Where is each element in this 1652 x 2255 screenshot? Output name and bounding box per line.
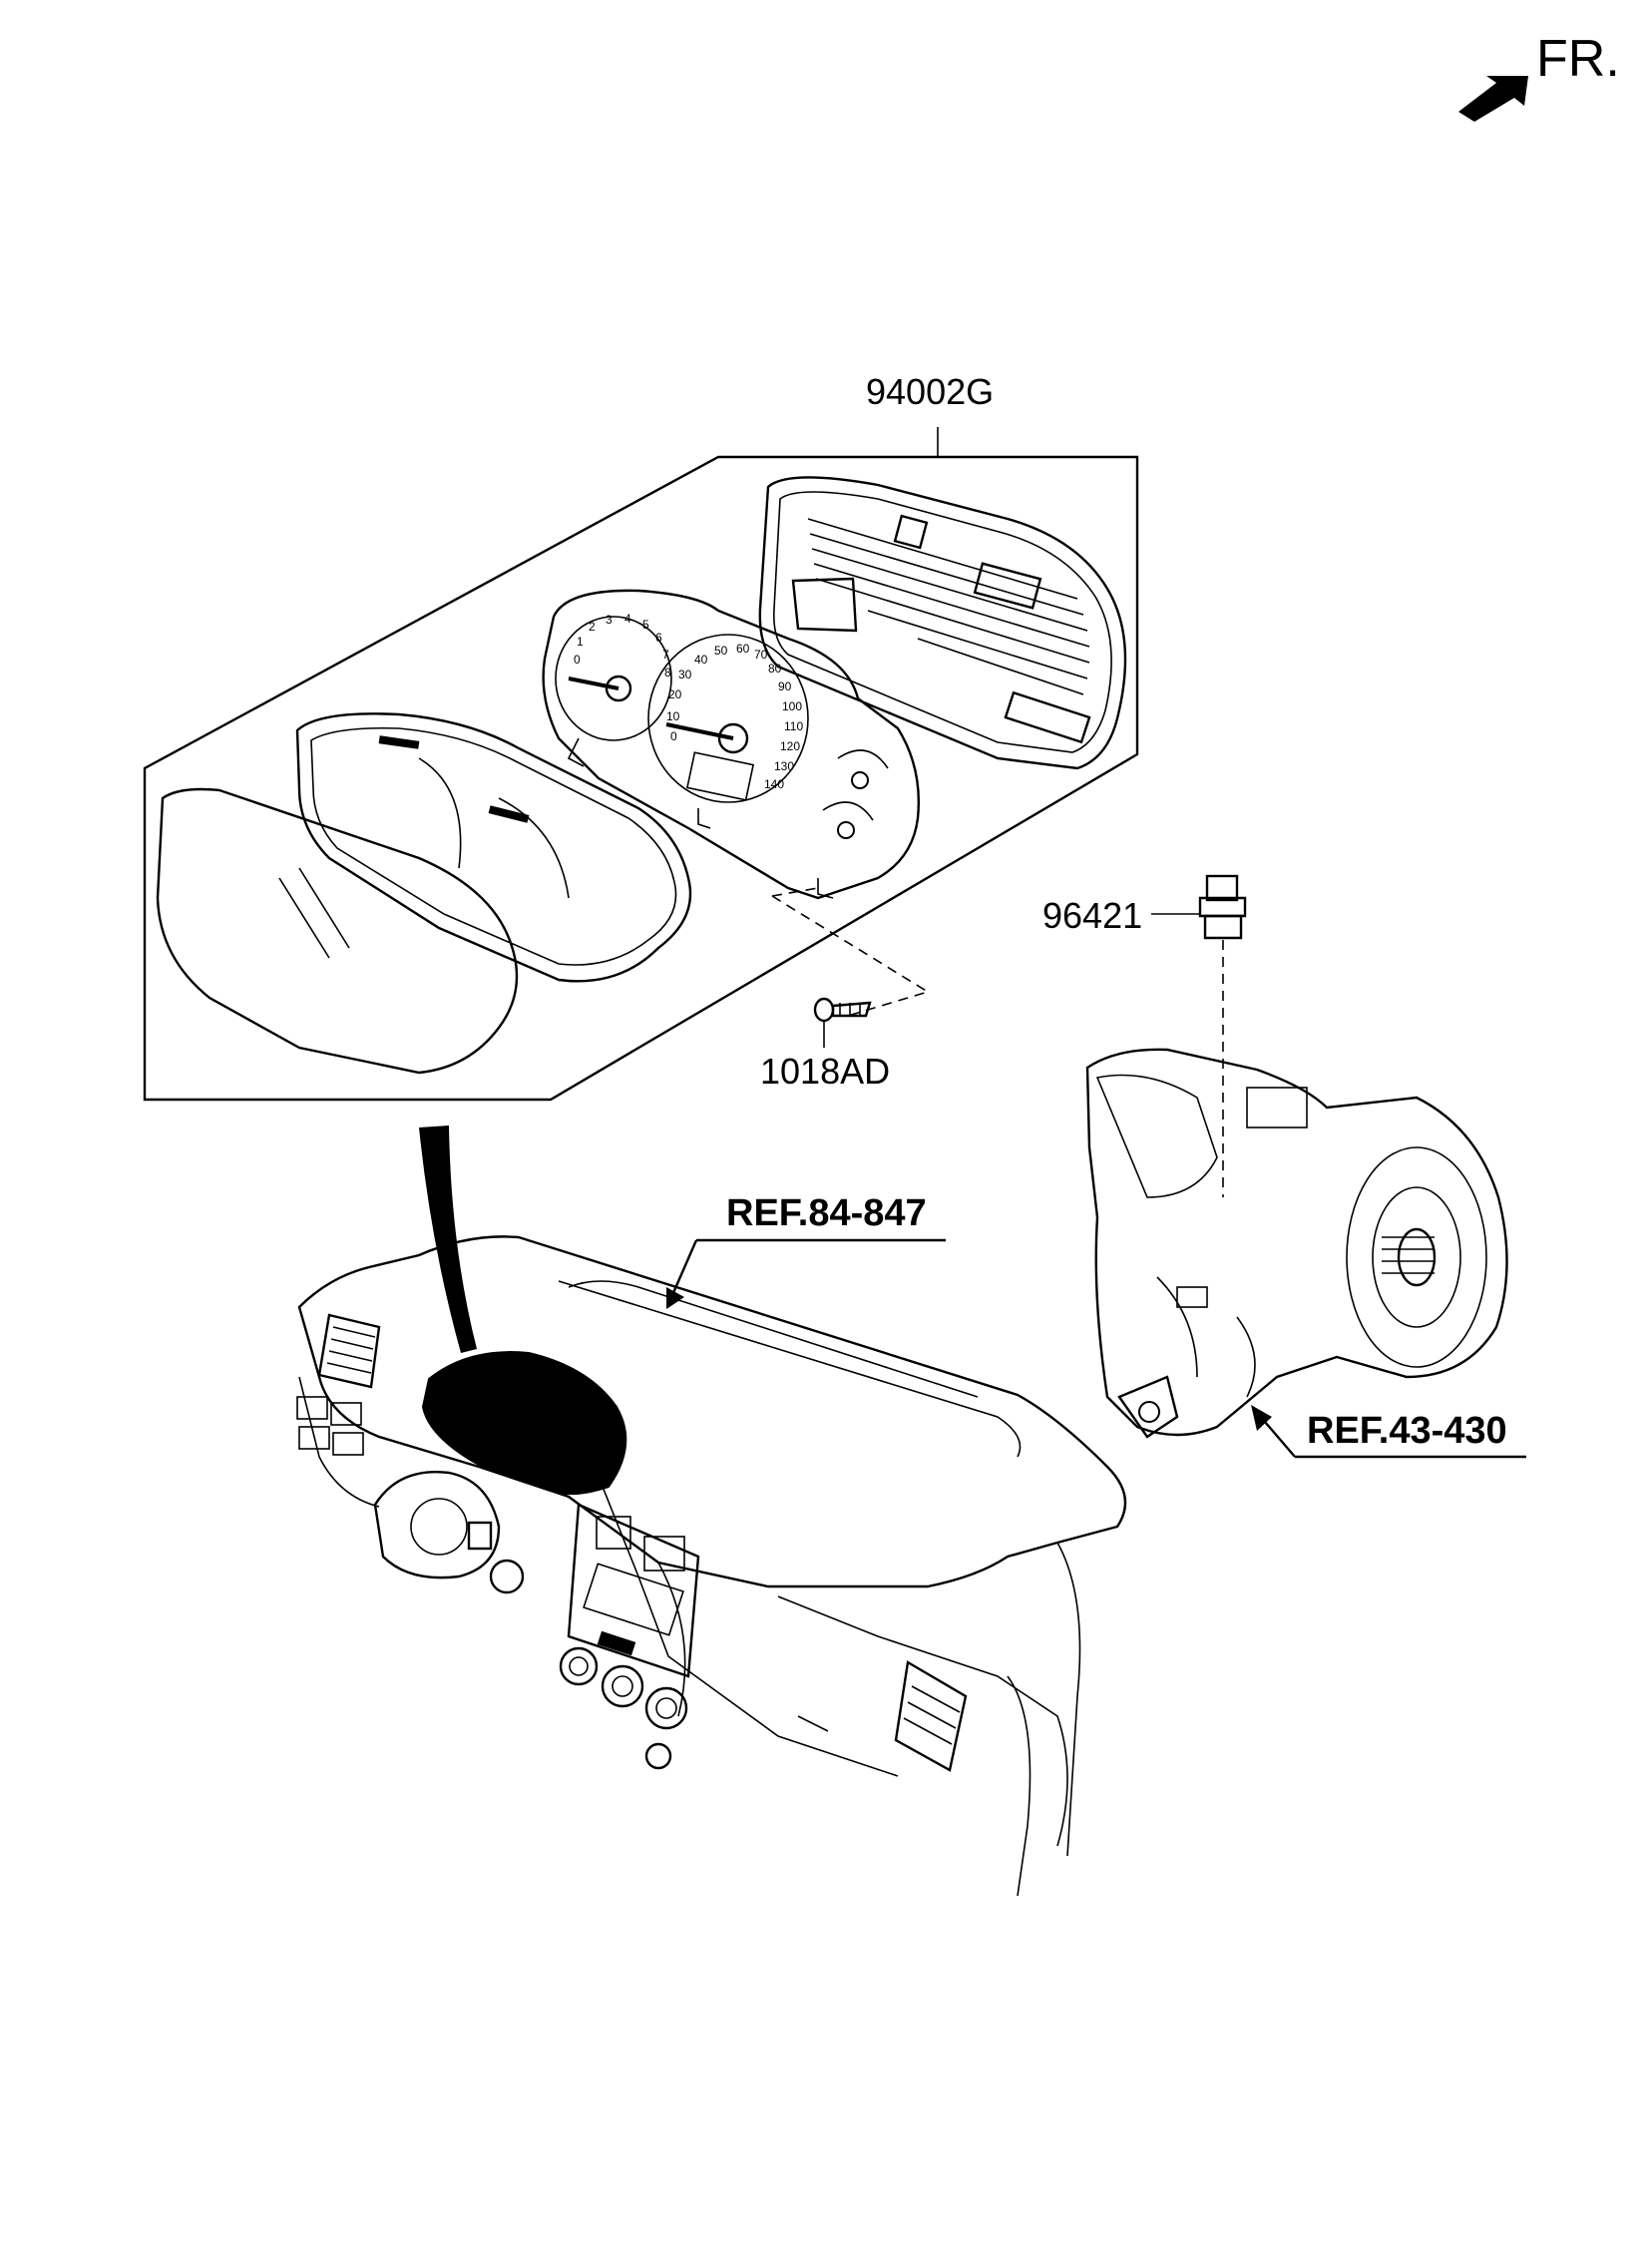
left-air-vent xyxy=(317,1313,381,1389)
housing-vent-slots xyxy=(807,518,1090,695)
speedometer: 0 10 20 30 40 50 60 70 80 90 100 110 120… xyxy=(647,634,809,803)
dial-face-mounting-tabs xyxy=(567,737,834,899)
svg-text:50: 50 xyxy=(714,644,728,658)
svg-text:110: 110 xyxy=(784,719,803,733)
cluster-mask xyxy=(295,712,692,983)
center-stack xyxy=(559,1503,700,1770)
shaft-splines xyxy=(1382,1236,1435,1274)
ref-84-847: REF.84-847 xyxy=(666,1192,946,1309)
svg-text:80: 80 xyxy=(768,662,782,676)
steering-column xyxy=(373,1471,525,1594)
fuel-gauge xyxy=(822,801,874,839)
tachometer: 0 1 2 3 4 5 6 7 8 xyxy=(555,612,672,741)
svg-text:3: 3 xyxy=(606,613,613,627)
temp-gauge xyxy=(837,749,889,789)
tach-tick-labels: 0 1 2 3 4 5 6 7 8 xyxy=(574,612,671,679)
right-air-vent xyxy=(894,1660,968,1772)
svg-text:40: 40 xyxy=(694,653,708,667)
part-label-96421: 96421 xyxy=(1042,895,1142,936)
svg-text:70: 70 xyxy=(754,648,768,662)
svg-text:5: 5 xyxy=(642,618,649,632)
dashboard-assembly xyxy=(296,1235,1127,1897)
ref-label-transaxle: REF.43-430 xyxy=(1307,1410,1507,1452)
svg-text:90: 90 xyxy=(778,679,792,693)
installed-cluster xyxy=(421,1351,627,1496)
svg-text:1: 1 xyxy=(577,635,584,649)
svg-text:30: 30 xyxy=(678,668,692,681)
ref-label-dashboard: REF.84-847 xyxy=(726,1192,927,1234)
cluster-rear-housing xyxy=(758,476,1127,770)
cluster-assembly-frame: 94002G xyxy=(143,371,1139,1102)
svg-text:4: 4 xyxy=(624,612,631,626)
speed-sensor-96421: 96421 xyxy=(1042,874,1247,1197)
part-label-1018ad: 1018AD xyxy=(760,1051,890,1092)
left-switch-panel xyxy=(296,1396,364,1456)
svg-text:100: 100 xyxy=(782,699,802,713)
svg-text:2: 2 xyxy=(589,620,596,634)
svg-text:0: 0 xyxy=(670,729,677,743)
svg-text:8: 8 xyxy=(664,666,671,679)
front-direction-label: FR. xyxy=(1536,30,1620,88)
screw-1018ad: 1018AD xyxy=(760,887,930,1092)
cluster-install-arrow xyxy=(419,1126,477,1353)
svg-text:130: 130 xyxy=(774,759,794,773)
speedo-tick-labels: 0 10 20 30 40 50 60 70 80 90 100 110 120… xyxy=(666,642,803,791)
front-direction-indicator: FR. xyxy=(1458,30,1620,122)
svg-text:20: 20 xyxy=(668,687,682,701)
svg-text:120: 120 xyxy=(780,739,800,753)
svg-text:7: 7 xyxy=(662,648,669,662)
svg-text:6: 6 xyxy=(655,631,662,645)
svg-text:140: 140 xyxy=(764,777,784,791)
svg-text:60: 60 xyxy=(736,642,750,656)
front-direction-arrow-icon xyxy=(1458,76,1528,122)
transaxle-assembly xyxy=(1085,1048,1508,1439)
cluster-lens xyxy=(156,787,519,1075)
ref-43-430: REF.43-430 xyxy=(1251,1405,1526,1459)
part-label-94002g: 94002G xyxy=(866,371,994,412)
svg-text:0: 0 xyxy=(574,653,581,667)
svg-text:10: 10 xyxy=(666,709,680,723)
gauge-dial-face: 0 1 2 3 4 5 6 7 8 0 10 20 30 40 50 xyxy=(542,589,920,900)
